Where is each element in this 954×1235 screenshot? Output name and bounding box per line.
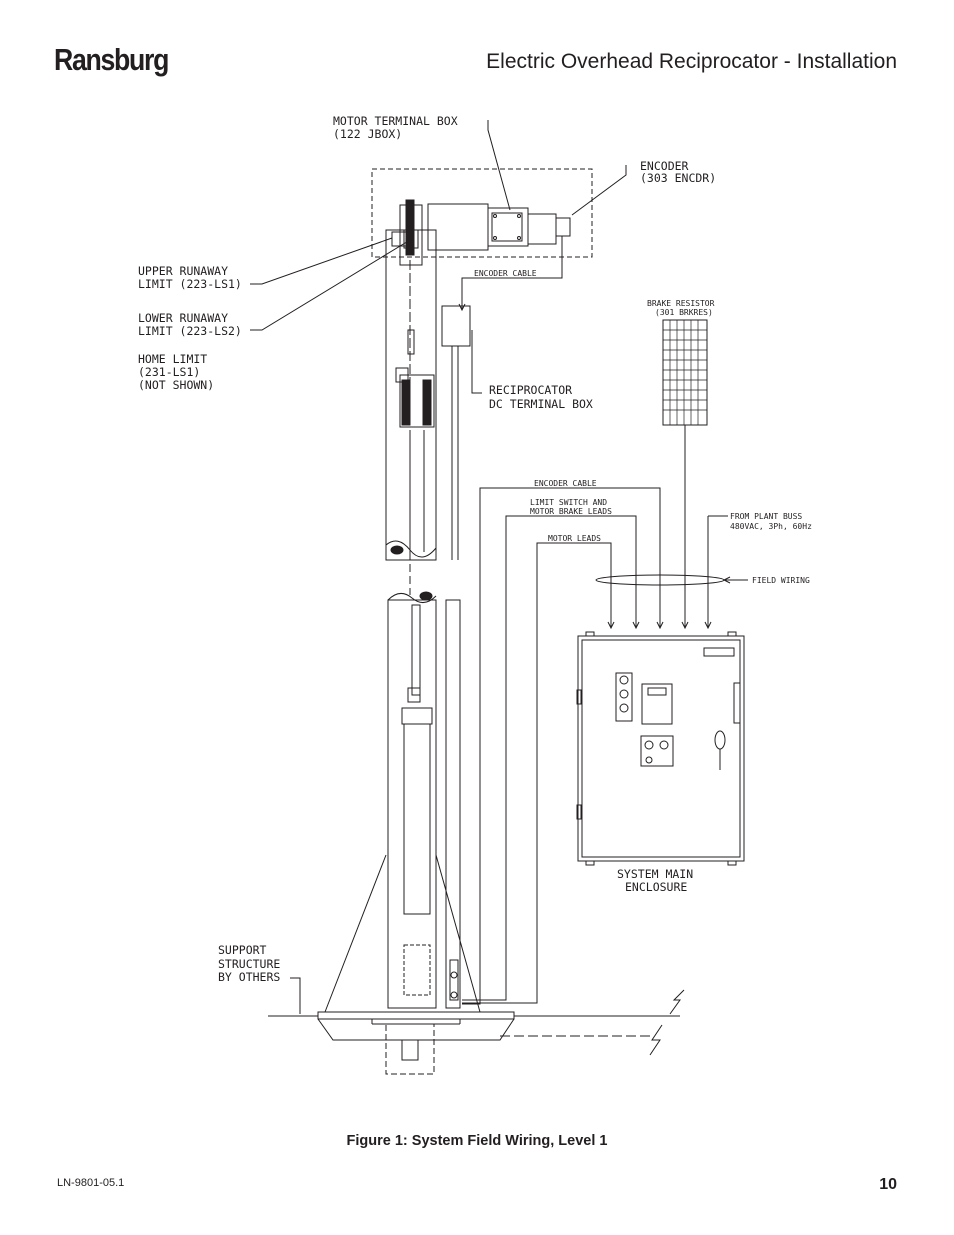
brake-resistor-grid [663, 320, 707, 425]
label-encoder-cable-top: ENCODER CABLE [474, 269, 537, 278]
brake-resistor [662, 319, 708, 426]
figure-caption: Figure 1: System Field Wiring, Level 1 [346, 1133, 608, 1149]
brand-logo: Ransburg [54, 42, 169, 77]
encoder-body [555, 217, 571, 237]
svg-text:BY OTHERS: BY OTHERS [218, 970, 280, 984]
svg-text:480VAC, 3Ph, 60Hz: 480VAC, 3Ph, 60Hz [730, 522, 812, 531]
motor-housing-outline [371, 168, 593, 258]
label-home-limit: HOME LIMIT [138, 352, 207, 366]
label-motor-leads: MOTOR LEADS [548, 534, 601, 543]
svg-text:LIMIT (223-LS1): LIMIT (223-LS1) [138, 277, 242, 291]
svg-text:(301 BRKRES): (301 BRKRES) [655, 308, 713, 317]
lower-column [387, 599, 437, 1009]
disconnect-handle-icon [714, 730, 726, 750]
motor-body [427, 203, 489, 251]
motor-terminal-box [491, 212, 523, 242]
doc-number: LN-9801-05.1 [57, 1177, 125, 1189]
label-brake-resistor: BRAKE RESISTOR [647, 299, 715, 308]
svg-text:MOTOR BRAKE LEADS: MOTOR BRAKE LEADS [530, 507, 612, 516]
svg-text:(231-LS1): (231-LS1) [138, 365, 200, 379]
label-upper-runaway-limit: UPPER RUNAWAY [138, 264, 228, 278]
reciprocator-dc-terminal-box [441, 305, 471, 347]
svg-text:(122 JBOX): (122 JBOX) [333, 127, 402, 141]
label-encoder: ENCODER [640, 159, 689, 173]
label-motor-terminal-box: MOTOR TERMINAL BOX [333, 114, 458, 128]
carriage-upper [399, 374, 435, 428]
label-support-structure: SUPPORT [218, 943, 267, 957]
svg-text:(303 ENCDR): (303 ENCDR) [640, 171, 716, 185]
label-plant-buss: FROM PLANT BUSS [730, 512, 802, 521]
label-encoder-cable-mid: ENCODER CABLE [534, 479, 597, 488]
svg-text:LIMIT (223-LS2): LIMIT (223-LS2) [138, 324, 242, 338]
label-reciprocator-dc-terminal-box: RECIPROCATOR [489, 383, 572, 397]
label-lower-runaway-limit: LOWER RUNAWAY [138, 311, 228, 325]
page-number: 10 [879, 1176, 897, 1193]
label-system-main-enclosure: SYSTEM MAIN [617, 867, 693, 881]
label-limit-switch-leads: LIMIT SWITCH AND [530, 498, 607, 507]
label-field-wiring: FIELD WIRING [752, 576, 810, 585]
system-main-enclosure [577, 635, 745, 862]
limit-switch-block [391, 231, 407, 247]
page-title: Electric Overhead Reciprocator - Install… [486, 50, 897, 73]
svg-text:(NOT SHOWN): (NOT SHOWN) [138, 378, 214, 392]
svg-text:DC TERMINAL BOX: DC TERMINAL BOX [489, 397, 593, 411]
svg-text:STRUCTURE: STRUCTURE [218, 957, 280, 971]
base-plate [317, 1011, 515, 1020]
svg-text:ENCLOSURE: ENCLOSURE [625, 880, 687, 894]
